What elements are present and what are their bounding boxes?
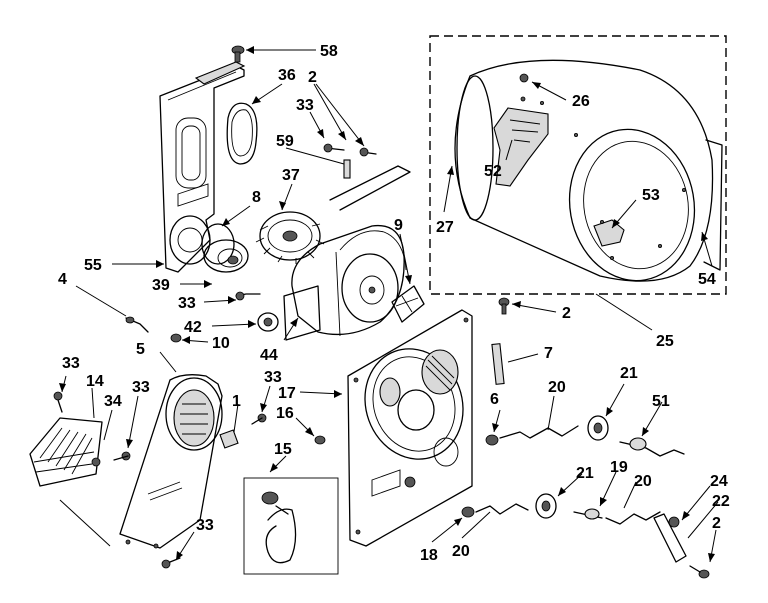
callout-4: 4 [58,271,67,288]
thermostat-1 [219,429,239,449]
callout-33: 33 [178,295,196,312]
blower-duct-5 [119,374,223,549]
callout-27: 27 [436,219,454,236]
screws-33-59 [323,143,377,179]
callout-59: 59 [276,133,294,150]
callout-36: 36 [278,67,296,84]
drum-assembly-boundary [429,35,727,295]
callout-19: 19 [610,459,628,476]
callout-26: 26 [572,93,590,110]
callout-14: 14 [86,373,104,390]
callout-37: 37 [282,167,300,184]
callout-21: 21 [576,465,594,482]
callout-5: 5 [136,341,145,358]
screw-2-upper [498,297,510,315]
callout-25: 25 [656,333,674,350]
callout-17: 17 [278,385,296,402]
callout-18: 18 [420,547,438,564]
callout-8: 8 [252,189,261,206]
rear-panel-55 [159,65,245,273]
drum-27 [454,59,723,282]
lint-filter-14 [29,417,103,487]
motor-44 [283,224,407,341]
top-bracket [194,61,246,85]
bearing-8-39 [201,223,249,273]
callout-20: 20 [548,379,566,396]
callout-2: 2 [308,69,317,86]
bracket-22 [653,513,710,579]
callout-22: 22 [712,493,730,510]
roller-assembly-lower [461,493,661,525]
callout-44: 44 [260,347,278,364]
callout-33: 33 [132,379,150,396]
leader-lines [59,46,719,563]
screw-16 [314,435,326,445]
callout-55: 55 [84,257,102,274]
callout-42: 42 [184,319,202,336]
callout-33: 33 [196,517,214,534]
callout-9: 9 [394,217,403,234]
callout-52: 52 [484,163,502,180]
drum-glide-7 [491,343,505,385]
callout-24: 24 [710,473,728,490]
callout-6: 6 [490,391,499,408]
callout-58: 58 [320,43,338,60]
callout-1: 1 [232,393,241,410]
callout-34: 34 [104,393,122,410]
callout-10: 10 [212,335,230,352]
callout-51: 51 [652,393,670,410]
motor-hardware [125,291,279,343]
screws-left [53,391,267,569]
callout-7: 7 [544,345,553,362]
callout-21: 21 [620,365,638,382]
thermal-cutoff-9 [391,285,425,323]
roller-assembly-upper [485,415,685,457]
screw-58 [231,45,245,63]
callout-33: 33 [62,355,80,372]
callout-2: 2 [562,305,571,322]
callout-2: 2 [712,515,721,532]
callout-33: 33 [264,369,282,386]
callout-20: 20 [452,543,470,560]
seal-36 [226,102,258,165]
callout-labels: 58 36 2 33 59 37 8 9 55 39 4 33 42 10 44… [58,43,730,564]
callout-16: 16 [276,405,294,422]
front-bulkhead-17 [347,309,473,547]
callout-33: 33 [296,97,314,114]
blower-impeller-37 [255,211,325,264]
callout-20: 20 [634,473,652,490]
callout-15: 15 [274,441,292,458]
callout-53: 53 [642,187,660,204]
callout-39: 39 [152,277,170,294]
callout-54: 54 [698,271,716,288]
belt [329,165,411,211]
wire-harness-15 [243,477,339,575]
